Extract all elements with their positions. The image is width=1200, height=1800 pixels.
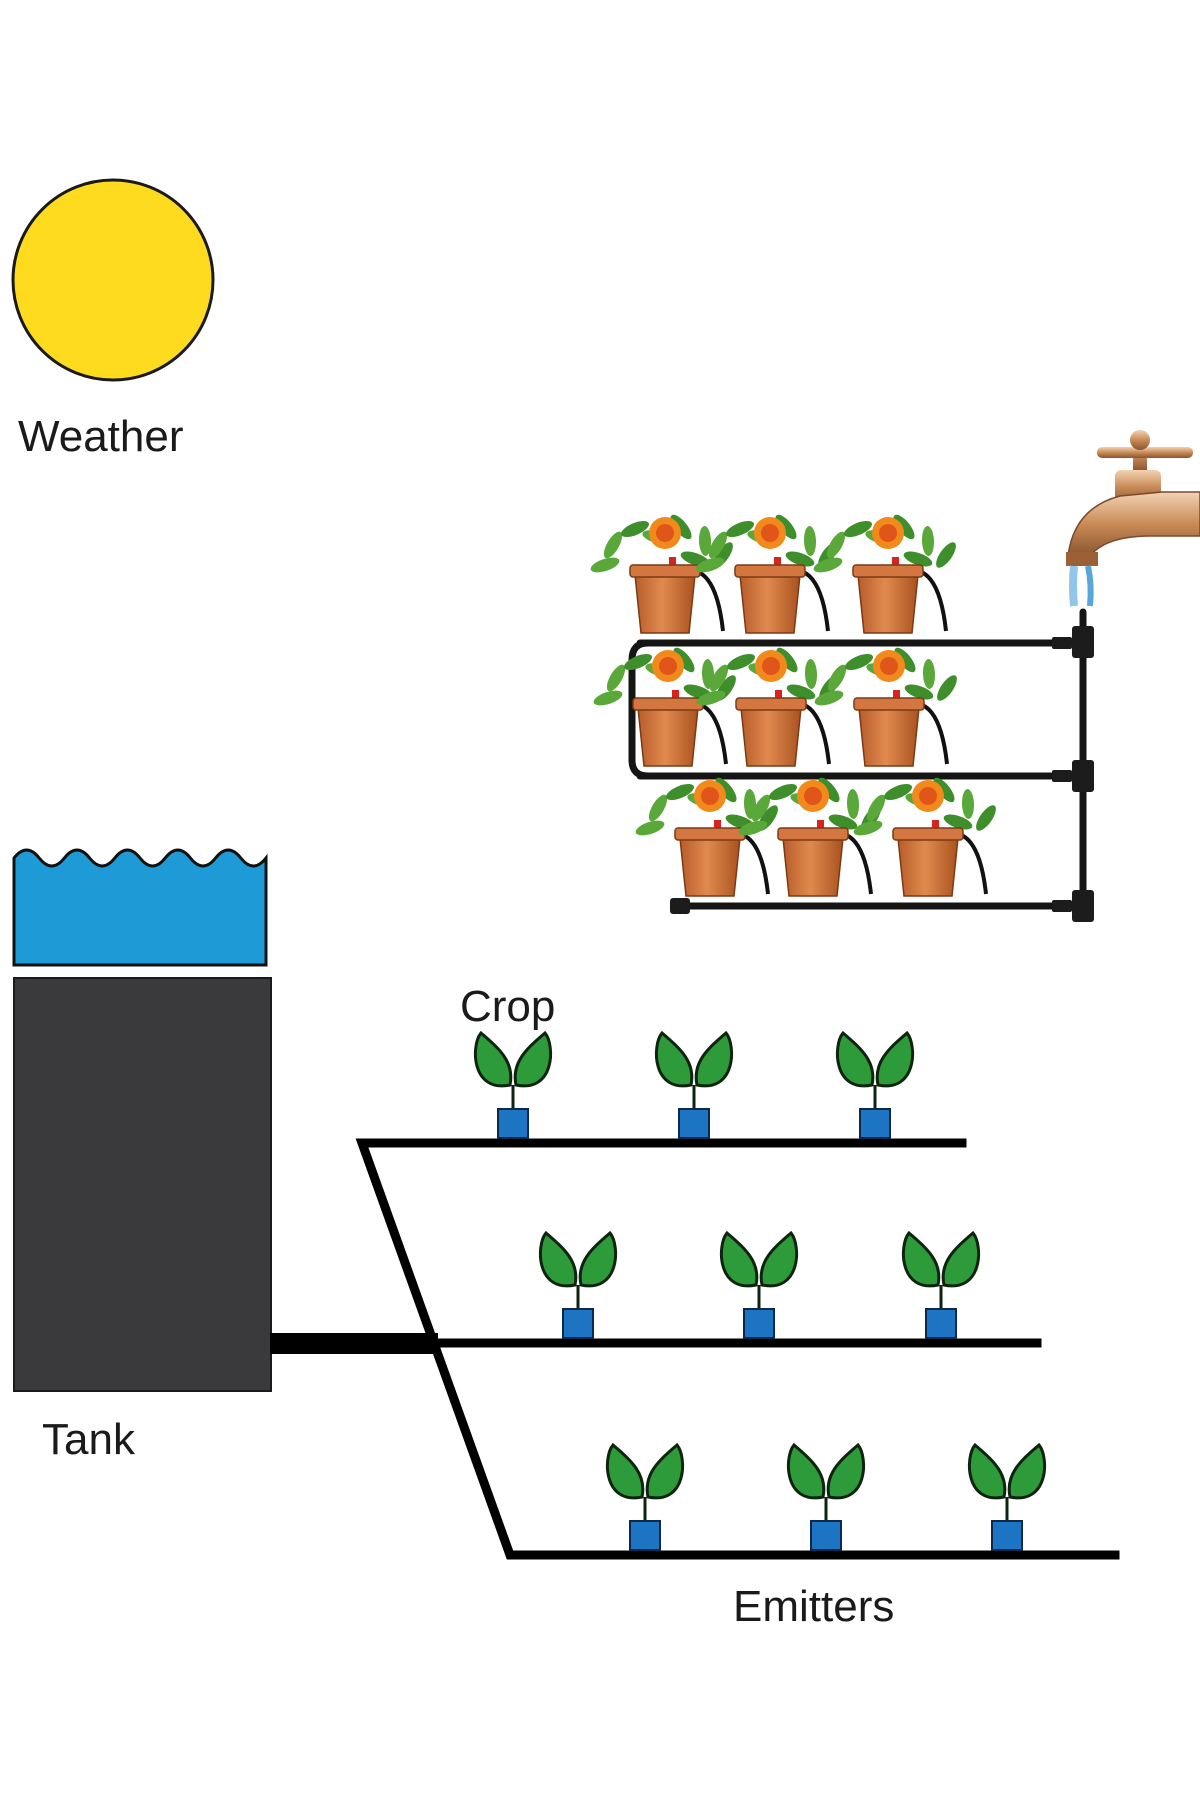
rack-tee-fittings [670, 626, 1094, 922]
rack-tubing [628, 608, 1090, 910]
weather-label: Weather [18, 412, 184, 461]
emitter-icon [743, 1308, 775, 1339]
potted-flower-icon [593, 647, 736, 767]
emitter-icon [859, 1108, 891, 1139]
seedling-icon [835, 1030, 915, 1109]
seedling-icon [967, 1442, 1047, 1521]
seedling-icon [605, 1442, 685, 1521]
crop-label: Crop [460, 982, 556, 1031]
seedling-icon [654, 1030, 734, 1109]
emitter-icon [810, 1520, 842, 1551]
seedling-icon [786, 1442, 866, 1521]
tank-label: Tank [42, 1415, 135, 1464]
potted-flower-icon [590, 514, 733, 634]
emitter-icon [497, 1108, 529, 1139]
emitter-icon [678, 1108, 710, 1139]
main-pipe [270, 1333, 438, 1354]
seedling-icon [719, 1230, 799, 1309]
tank-body [13, 977, 272, 1392]
emitter-icon [991, 1520, 1023, 1551]
emitter-icon [562, 1308, 594, 1339]
lateral-lines [355, 1138, 1120, 1560]
seedling-icon [473, 1030, 553, 1109]
potted-flower-icon [813, 514, 956, 634]
emitter-icon [629, 1520, 661, 1551]
potted-flower-icon [696, 647, 839, 767]
water-surface [12, 848, 268, 967]
potted-flower-icon [635, 777, 778, 897]
potted-flower-icon [738, 777, 881, 897]
seedling-icon [538, 1230, 618, 1309]
emitters-label: Emitters [733, 1582, 895, 1631]
faucet-icon [1066, 430, 1200, 607]
emitter-icon [925, 1308, 957, 1339]
sun-icon [11, 178, 215, 382]
photo-pots [590, 514, 996, 897]
potted-flower-icon [814, 647, 957, 767]
potted-flower-icon [853, 777, 996, 897]
seedling-icon [901, 1230, 981, 1309]
drip-plants [473, 1030, 1047, 1551]
